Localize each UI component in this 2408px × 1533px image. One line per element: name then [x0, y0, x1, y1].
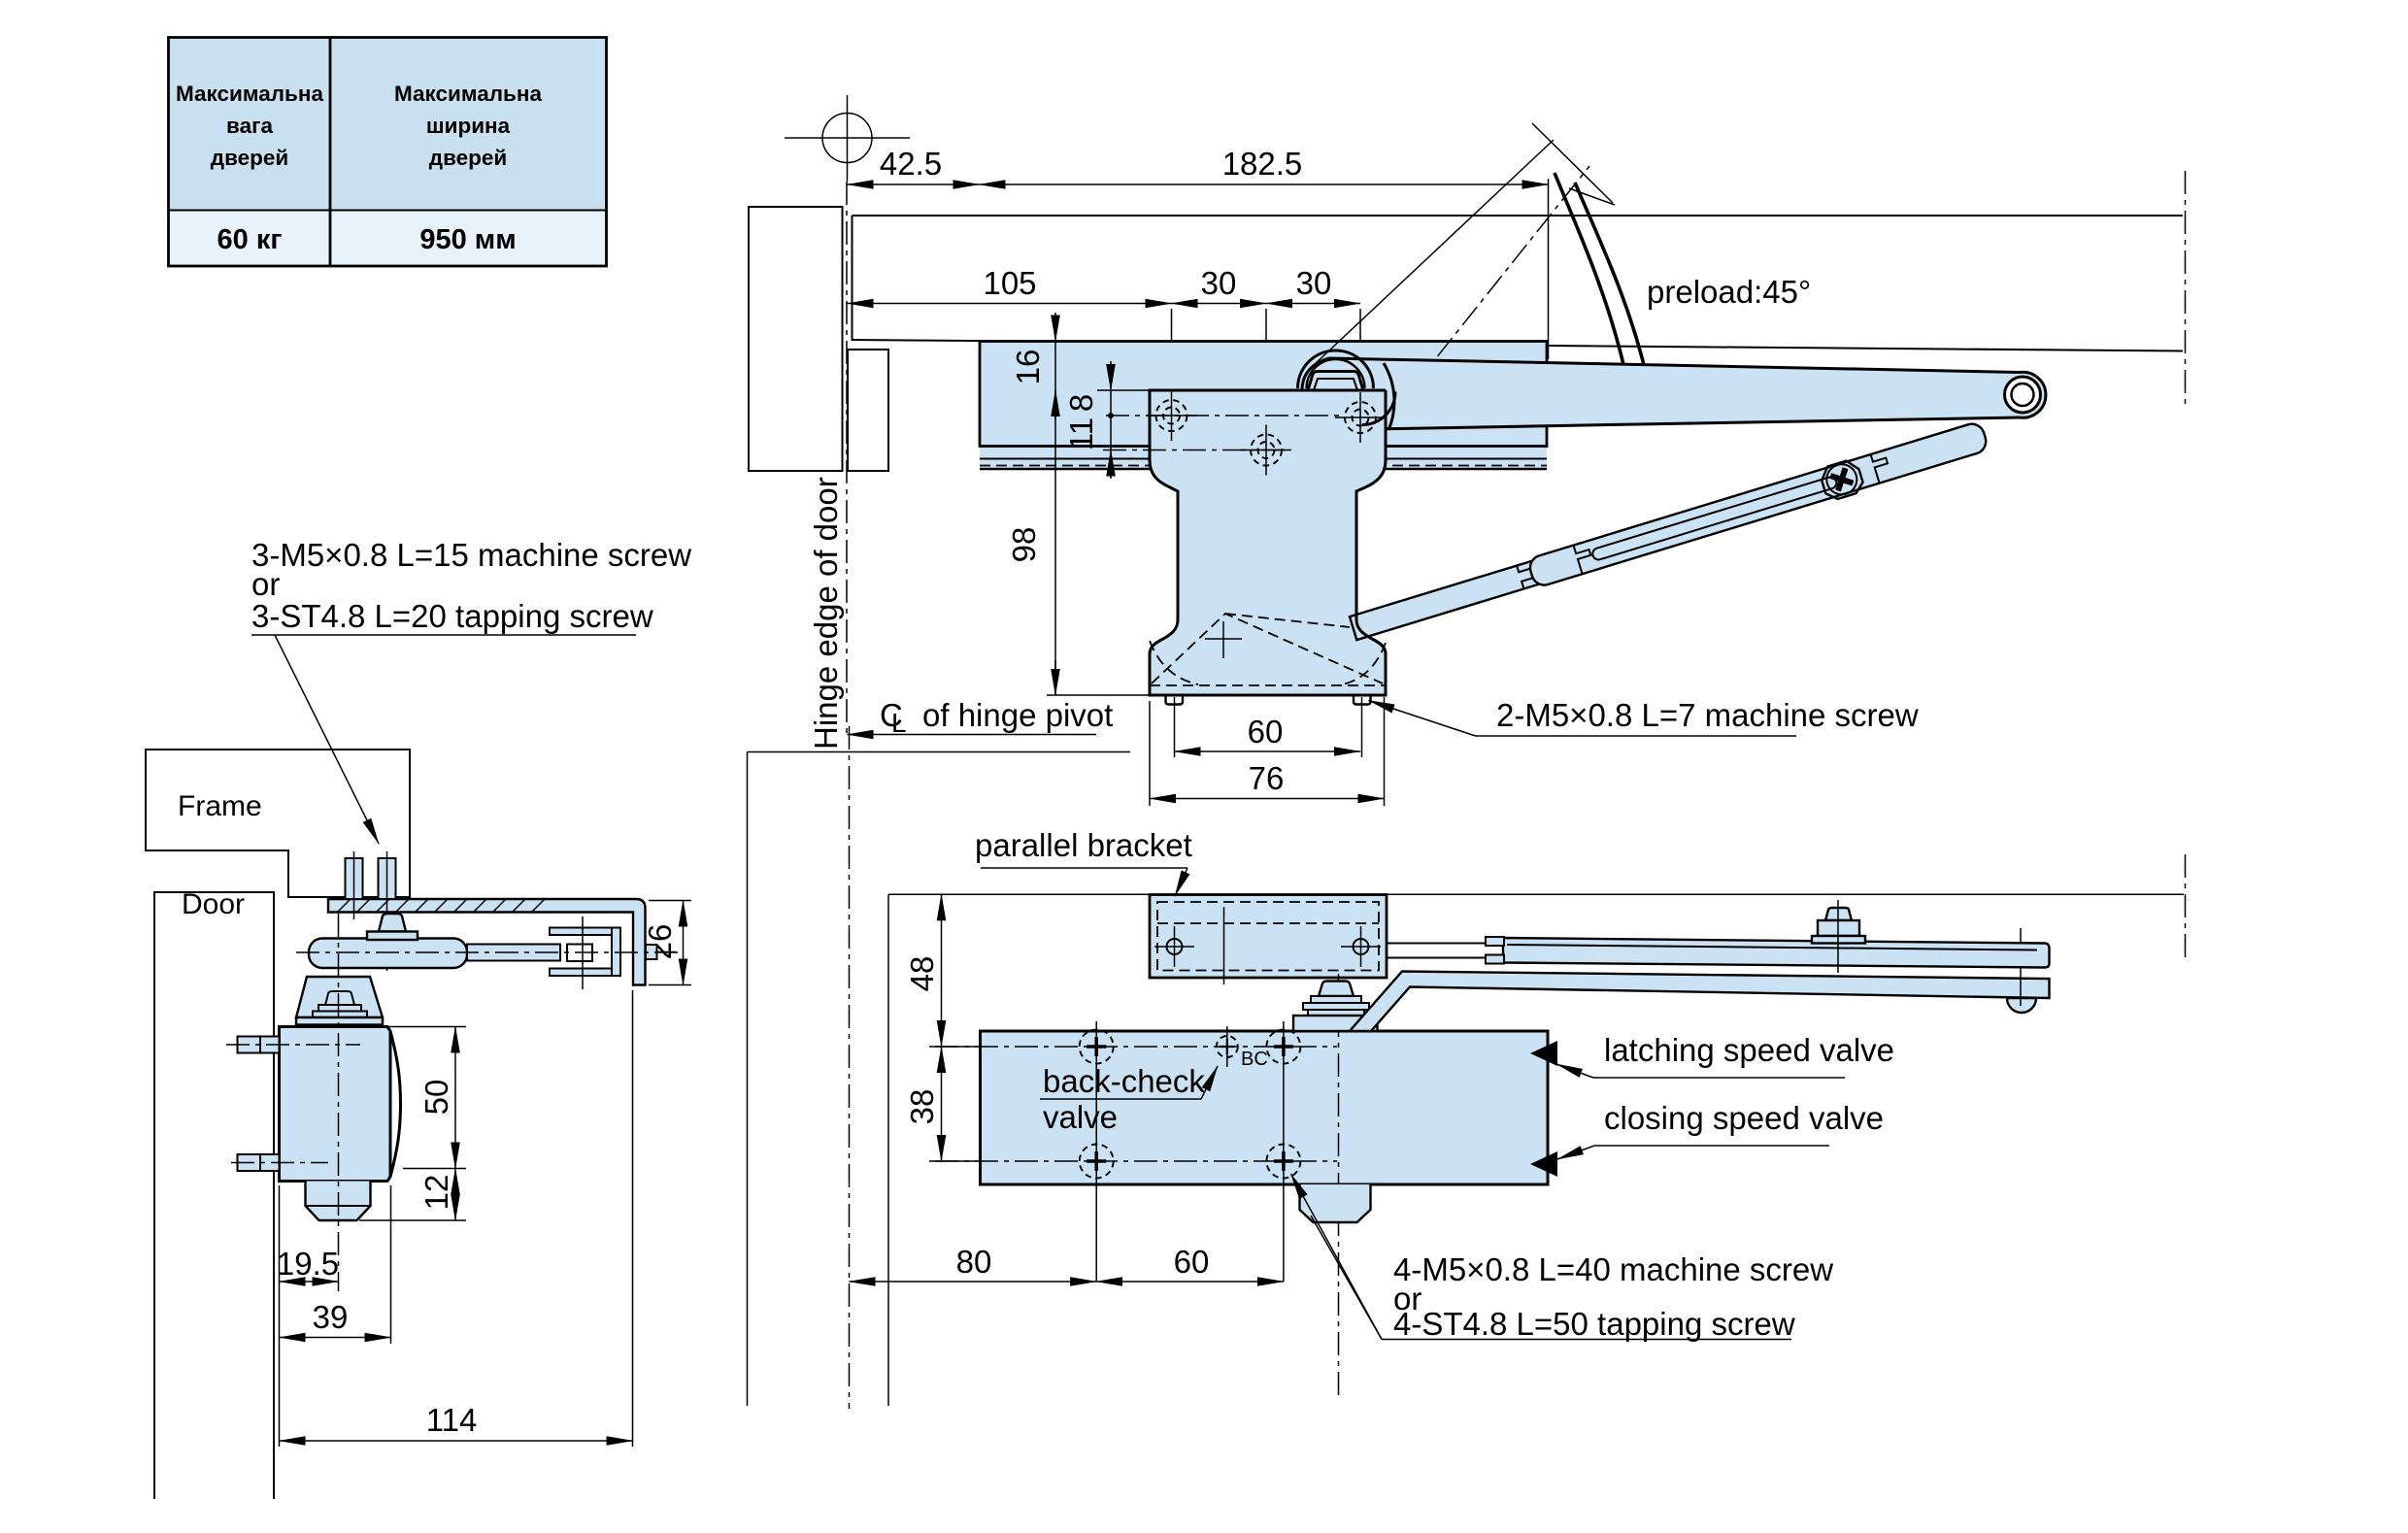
- svg-text:latching speed valve: latching speed valve: [1604, 1032, 1894, 1068]
- svg-text:ширина: ширина: [426, 114, 511, 138]
- svg-text:Frame: Frame: [178, 790, 262, 822]
- svg-text:60 кг: 60 кг: [217, 224, 283, 255]
- svg-text:BC: BC: [1241, 1049, 1268, 1070]
- svg-text:дверей: дверей: [211, 146, 288, 170]
- svg-text:48: 48: [904, 956, 940, 992]
- svg-text:19.5: 19.5: [277, 1246, 339, 1282]
- svg-text:8: 8: [1063, 394, 1099, 412]
- svg-text:11: 11: [1063, 417, 1099, 450]
- svg-text:80: 80: [956, 1244, 992, 1280]
- svg-text:16: 16: [1010, 350, 1046, 385]
- svg-text:38: 38: [904, 1089, 940, 1125]
- svg-text:30: 30: [1296, 265, 1332, 301]
- svg-text:42.5: 42.5: [880, 146, 942, 182]
- svg-text:60: 60: [1174, 1244, 1210, 1280]
- svg-text:30: 30: [1201, 265, 1237, 301]
- svg-text:39: 39: [313, 1299, 349, 1335]
- svg-text:Hinge edge of door: Hinge edge of door: [808, 477, 844, 750]
- svg-text:preload:45°: preload:45°: [1647, 274, 1811, 310]
- svg-text:of hinge pivot: of hinge pivot: [922, 697, 1113, 733]
- svg-text:Door: Door: [182, 888, 245, 920]
- svg-text:4-M5×0.8 L=40 machine screw: 4-M5×0.8 L=40 machine screw: [1393, 1251, 1833, 1287]
- svg-text:L: L: [891, 708, 907, 738]
- svg-text:76: 76: [1249, 760, 1285, 796]
- svg-text:closing speed valve: closing speed valve: [1604, 1100, 1884, 1136]
- svg-text:or: or: [1393, 1281, 1421, 1316]
- svg-text:or: or: [251, 566, 280, 602]
- svg-text:3-M5×0.8 L=15 machine screw: 3-M5×0.8 L=15 machine screw: [251, 537, 691, 573]
- svg-text:182.5: 182.5: [1222, 146, 1303, 182]
- svg-text:вага: вага: [226, 114, 273, 138]
- svg-text:2-M5×0.8 L=7 machine screw: 2-M5×0.8 L=7 machine screw: [1496, 697, 1919, 733]
- svg-text:valve: valve: [1043, 1099, 1118, 1135]
- svg-text:дверей: дверей: [429, 146, 507, 170]
- svg-text:Максимальна: Максимальна: [176, 82, 323, 106]
- svg-text:105: 105: [983, 265, 1036, 301]
- svg-text:98: 98: [1006, 527, 1042, 563]
- svg-text:C: C: [880, 697, 903, 733]
- svg-text:12: 12: [418, 1175, 454, 1211]
- svg-text:parallel bracket: parallel bracket: [975, 827, 1192, 863]
- svg-text:950 мм: 950 мм: [419, 224, 516, 255]
- svg-text:60: 60: [1248, 714, 1284, 750]
- svg-text:back-check: back-check: [1043, 1063, 1205, 1099]
- svg-text:114: 114: [426, 1402, 478, 1438]
- svg-text:Максимальна: Максимальна: [394, 82, 542, 106]
- svg-text:50: 50: [418, 1080, 454, 1116]
- svg-text:3-ST4.8 L=20 tapping screw: 3-ST4.8 L=20 tapping screw: [251, 598, 653, 634]
- svg-text:4-ST4.8 L=50 tapping screw: 4-ST4.8 L=50 tapping screw: [1393, 1306, 1795, 1342]
